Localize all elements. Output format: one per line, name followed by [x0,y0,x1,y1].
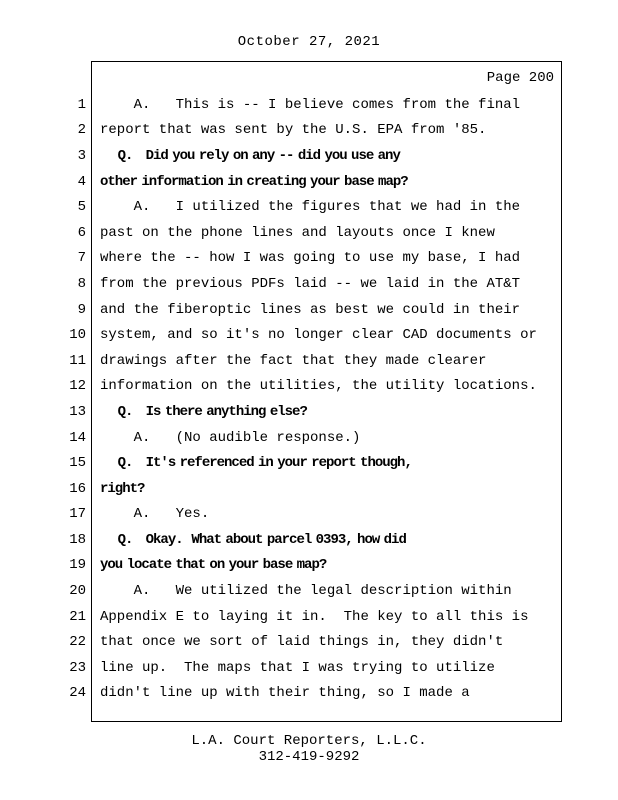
date-header: October 27, 2021 [237,34,381,50]
transcript-line: 14 A. (No audible response.) [0,425,618,451]
transcript-line: 8 from the previous PDFs laid -- we laid… [0,271,618,297]
line-text: from the previous PDFs laid -- we laid i… [100,275,521,292]
line-text: Q. It's referenced in your report though… [100,455,413,472]
transcript-line: 24 didn't line up with their thing, so I… [0,681,618,707]
transcript-line: 15 Q. It's referenced in your report tho… [0,450,618,476]
line-number: 20 [69,583,86,600]
transcript-line: 16 right? [0,476,618,502]
line-text: A. I utilized the figures that we had in… [100,199,521,216]
transcript-line: 4 other information in creating your bas… [0,169,618,195]
line-number: 21 [69,608,86,625]
line-text: other information in creating your base … [100,173,409,190]
line-number: 14 [69,429,86,446]
line-text: information on the utilities, the utilit… [100,378,537,395]
transcript-line: 2 report that was sent by the U.S. EPA f… [0,118,618,144]
line-text: Appendix E to laying it in. The key to a… [100,608,529,625]
line-text: Q. Okay. What about parcel 0393, how did [100,531,407,548]
transcript-line: 9 and the fiberoptic lines as best we co… [0,297,618,323]
footer-company-name: L.A. Court Reporters, L.L.C. [191,733,427,749]
transcript-line: 3 Q. Did you rely on any -- did you use … [0,143,618,169]
transcript-line: 1 A. This is -- I believe comes from the… [0,92,618,118]
line-number: 12 [69,378,86,395]
line-number: 4 [77,173,86,190]
line-text: Q. Is there anything else? [100,403,308,420]
line-number: 24 [69,685,86,702]
line-number: 9 [77,301,86,318]
transcript-line: 12 information on the utilities, the uti… [0,374,618,400]
line-text: A. (No audible response.) [100,429,361,446]
page-number-label: Page 200 [486,70,554,86]
transcript-line: 7 where the -- how I was going to use my… [0,246,618,272]
line-number: 23 [69,659,86,676]
line-text: you locate that on your base map? [100,557,327,574]
line-number: 22 [69,634,86,651]
line-text: A. Yes. [100,506,210,523]
line-text: past on the phone lines and layouts once… [100,224,495,241]
transcript-line: 19 you locate that on your base map? [0,553,618,579]
line-number: 2 [77,122,86,139]
line-text: didn't line up with their thing, so I ma… [100,685,470,702]
line-text: where the -- how I was going to use my b… [100,250,521,267]
line-number: 10 [69,327,86,344]
footer-phone-number: 312-419-9292 [258,749,360,765]
line-text: A. We utilized the legal description wit… [100,583,512,600]
line-number: 19 [69,557,86,574]
line-text: line up. The maps that I was trying to u… [100,659,495,676]
line-number: 17 [69,506,86,523]
line-text: A. This is -- I believe comes from the f… [100,96,521,113]
line-text: and the fiberoptic lines as best we coul… [100,301,521,318]
line-number: 5 [77,199,86,216]
line-text: Q. Did you rely on any -- did you use an… [100,147,401,164]
line-number: 11 [69,352,86,369]
line-text: system, and so it's no longer clear CAD … [100,327,537,344]
transcript-line: 20 A. We utilized the legal description … [0,578,618,604]
line-number: 3 [77,147,86,164]
line-text: that once we sort of laid things in, the… [100,634,504,651]
transcript-line: 18 Q. Okay. What about parcel 0393, how … [0,527,618,553]
line-number: 6 [77,224,86,241]
transcript-line: 17 A. Yes. [0,502,618,528]
transcript-line: 10 system, and so it's no longer clear C… [0,322,618,348]
transcript-line: 21 Appendix E to laying it in. The key t… [0,604,618,630]
line-text: report that was sent by the U.S. EPA fro… [100,122,487,139]
transcript-line: 11 drawings after the fact that they mad… [0,348,618,374]
transcript-line: 5 A. I utilized the figures that we had … [0,194,618,220]
line-number: 18 [69,531,86,548]
transcript-line: 13 Q. Is there anything else? [0,399,618,425]
transcript-line: 23 line up. The maps that I was trying t… [0,655,618,681]
line-number: 7 [77,250,86,267]
line-number: 15 [69,455,86,472]
line-number: 13 [69,403,86,420]
line-number: 8 [77,275,86,292]
line-number: 16 [69,480,86,497]
transcript-lines: 1 A. This is -- I believe comes from the… [0,92,618,706]
transcript-line: 6 past on the phone lines and layouts on… [0,220,618,246]
line-text: drawings after the fact that they made c… [100,352,487,369]
line-text: right? [100,480,145,497]
line-number: 1 [77,96,86,113]
transcript-line: 22 that once we sort of laid things in, … [0,629,618,655]
